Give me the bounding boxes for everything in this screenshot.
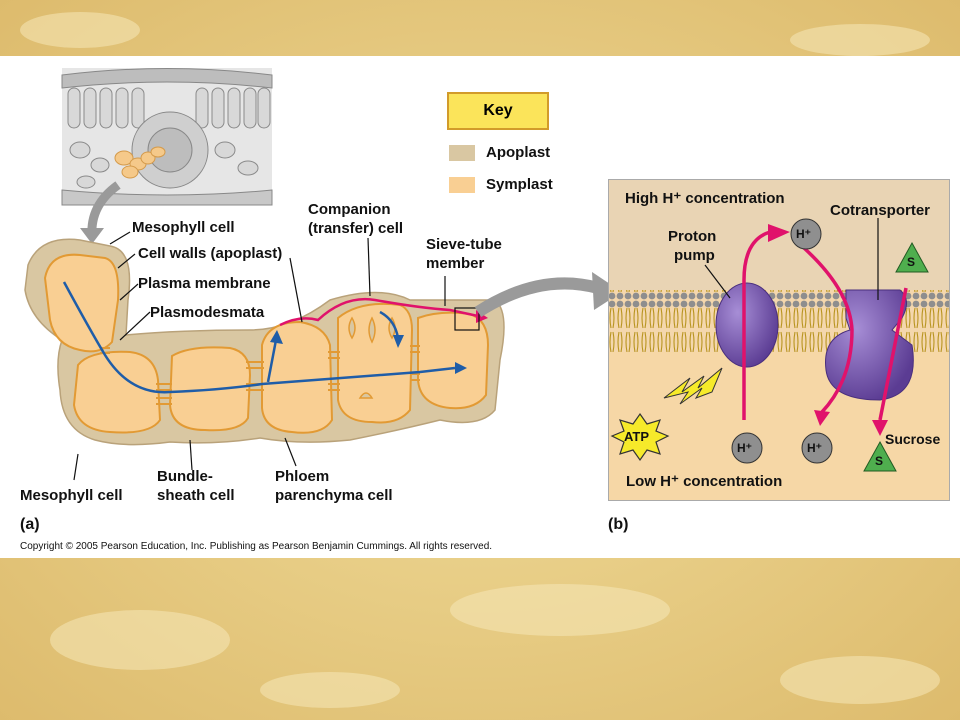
label-low-h: Low H⁺ concentration xyxy=(626,473,783,490)
label-sucrose: Sucrose xyxy=(885,431,941,447)
label-cell-walls: Cell walls (apoplast) xyxy=(138,245,283,262)
copyright-notice: Copyright © 2005 Pearson Education, Inc.… xyxy=(20,541,493,552)
label-sucrose-bottom-s: S xyxy=(875,454,884,468)
label-h-ion-top: H⁺ xyxy=(796,227,811,241)
label-mesophyll-cell-top: Mesophyll cell xyxy=(132,219,235,236)
label-companion-line2: (transfer) cell xyxy=(308,220,404,237)
h-ion-bottom-right xyxy=(801,432,833,464)
sucrose-top-icon xyxy=(895,241,929,273)
label-h-ion-bottom-right: H⁺ xyxy=(807,441,822,455)
sucrose-bottom-icon xyxy=(863,440,897,472)
label-companion-line1: Companion xyxy=(308,201,391,218)
label-sucrose-top-s: S xyxy=(907,255,916,269)
label-phloem-line1: Phloem xyxy=(275,468,330,485)
label-high-h: High H⁺ concentration xyxy=(625,190,785,207)
label-bundle-sheath-line1: Bundle- xyxy=(157,468,213,485)
label-proton-line1: Proton xyxy=(668,228,717,245)
label-cotransporter: Cotransporter xyxy=(830,202,931,219)
label-sieve-tube-line2: member xyxy=(426,255,485,272)
symplast-pathway-arrow xyxy=(62,281,467,394)
label-sieve-tube-line1: Sieve-tube xyxy=(426,236,502,253)
label-proton-line2: pump xyxy=(674,247,715,264)
panel-b-letter: (b) xyxy=(608,516,629,533)
label-h-ion-bottom-left: H⁺ xyxy=(737,441,752,455)
leaf-cross-section-inset xyxy=(61,68,273,206)
label-phloem-line2: parenchyma cell xyxy=(275,487,393,504)
label-plasma-membrane: Plasma membrane xyxy=(138,275,271,292)
label-leader-lines xyxy=(73,231,446,481)
proton-pump xyxy=(715,282,779,368)
key-symplast-label: Symplast xyxy=(486,176,553,193)
cell-chain xyxy=(24,238,505,446)
zoom-box xyxy=(454,307,480,331)
symplast-swatch xyxy=(449,177,475,193)
key-title-box: Key xyxy=(447,92,549,130)
energy-bolt-icon xyxy=(663,367,723,405)
cotransporter xyxy=(825,289,914,401)
label-plasmodesmata: Plasmodesmata xyxy=(150,304,265,321)
label-atp: ATP xyxy=(624,429,650,444)
label-bundle-sheath-line2: sheath cell xyxy=(157,487,235,504)
panel-a-letter: (a) xyxy=(20,516,40,533)
h-ion-top xyxy=(790,218,822,250)
h-ion-bottom-left xyxy=(731,432,763,464)
label-mesophyll-cell-bottom: Mesophyll cell xyxy=(20,487,123,504)
key-apoplast-label: Apoplast xyxy=(486,144,551,161)
zoom-arrow xyxy=(474,277,600,318)
key-title: Key xyxy=(483,102,513,119)
atp-starburst xyxy=(610,412,670,462)
apoplast-swatch xyxy=(449,145,475,161)
